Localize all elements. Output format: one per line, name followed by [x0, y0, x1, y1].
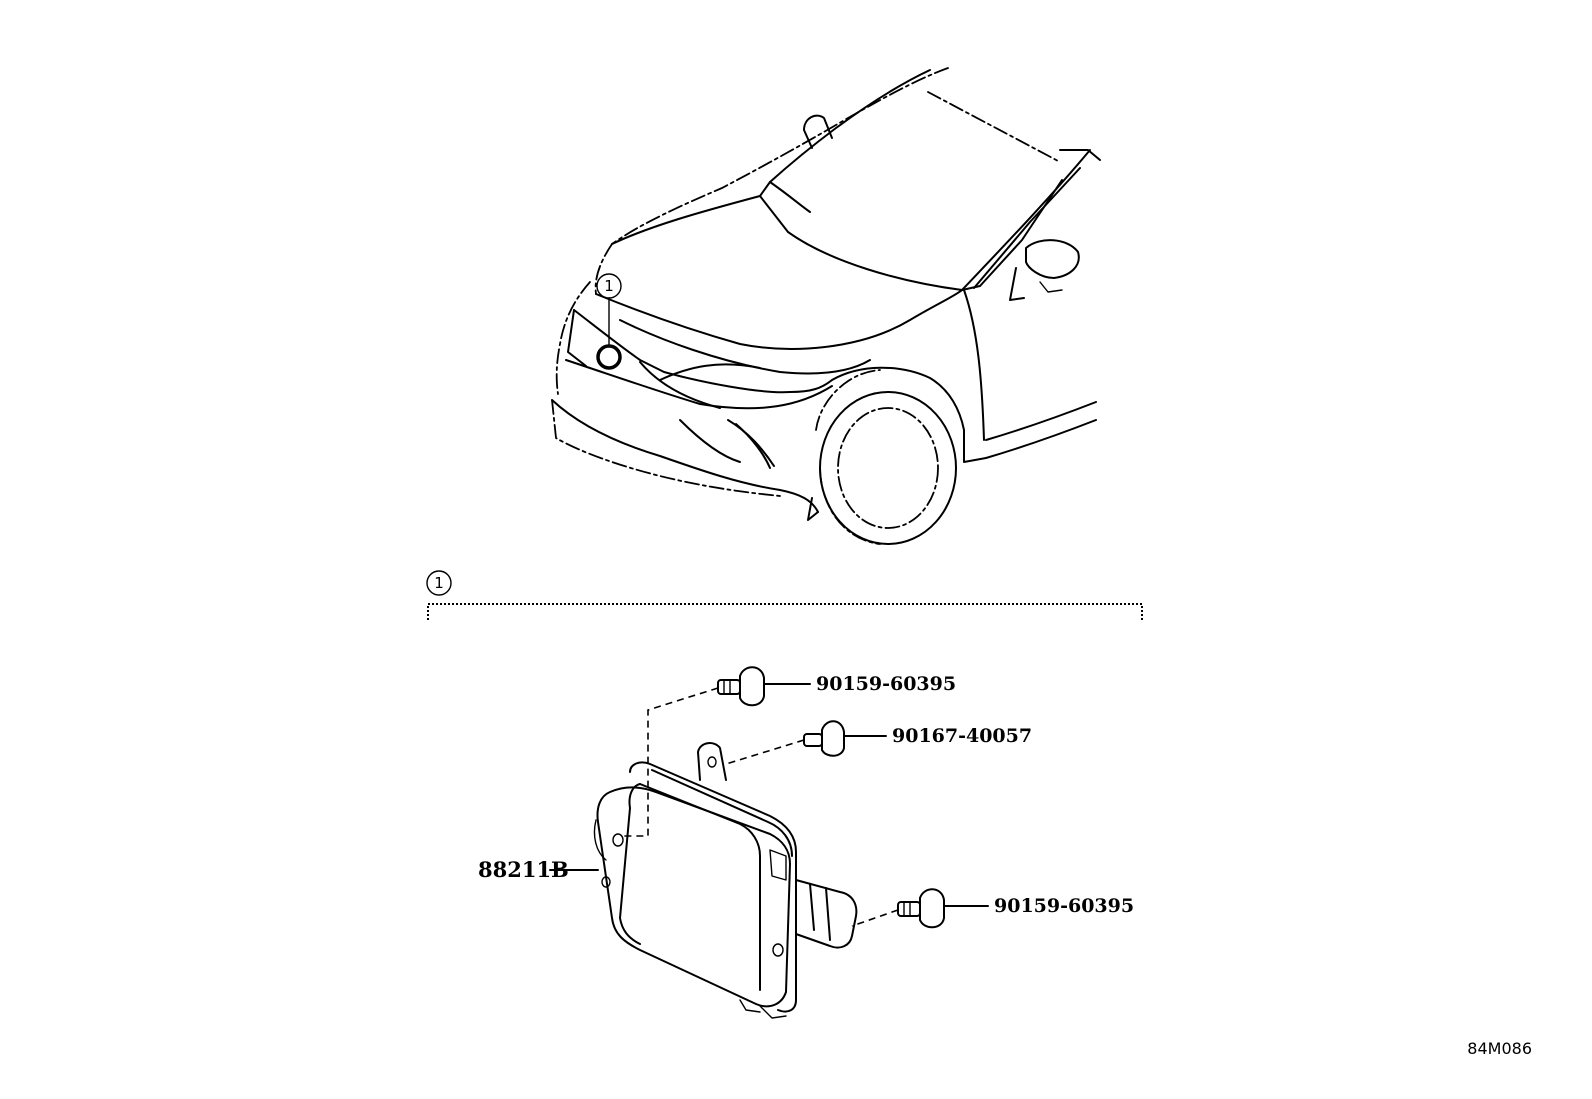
group-callout-number: 1 — [434, 574, 444, 592]
vehicle-callout-number: 1 — [604, 277, 614, 295]
vehicle-callout: 1 — [596, 273, 622, 370]
part-number-bolt-middle: 90167-40057 — [892, 725, 1032, 747]
vehicle-illustration: 1 — [551, 67, 1101, 545]
part-number-bolt-top: 90159-60395 — [816, 673, 956, 695]
assembly-line-bottom — [851, 909, 899, 927]
assembly-group-bracket: 1 — [426, 570, 1143, 620]
bolt-top — [717, 666, 765, 707]
bolt-bottom — [897, 888, 945, 929]
part-number-sensor: 88211B — [478, 857, 569, 882]
assembly-line-top — [620, 687, 719, 837]
drawing-code: 84M086 — [1467, 1039, 1532, 1058]
radar-sensor-88211b — [593, 742, 858, 1019]
assembly-line-middle — [725, 739, 805, 765]
sensor-location-marker — [596, 344, 622, 370]
part-number-bolt-bottom: 90159-60395 — [994, 895, 1134, 917]
bolt-middle — [803, 720, 845, 757]
